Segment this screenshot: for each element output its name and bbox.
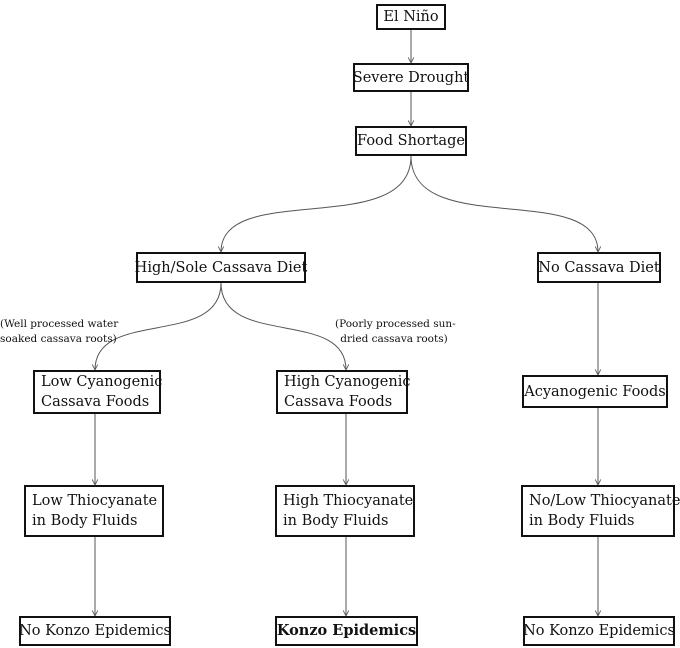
node-low-cyanogenic-label: Low Cyanogenic Cassava Foods <box>41 372 162 412</box>
node-low-cyanogenic-line-1: Low Cyanogenic <box>41 374 163 390</box>
node-low-cyanogenic-cassava-foods: Low Cyanogenic Cassava Foods <box>33 370 162 414</box>
node-acyanogenic-foods-label: Acyanogenic Foods <box>524 383 666 400</box>
node-low-thiocyanate-line-2: in Body Fluids <box>32 513 138 529</box>
node-severe-drought-label: Severe Drought <box>352 69 470 86</box>
edge-shortage-no-cassava <box>410 155 598 252</box>
node-nolow-thiocyanate-line-1: No/Low Thiocyanate <box>529 493 680 509</box>
node-high-cyanogenic-line-1: High Cyanogenic <box>284 374 411 390</box>
node-high-thiocyanate: High Thiocyanate in Body Fluids <box>275 485 415 537</box>
annotation-poorly-processed-line-2: dried cassava roots) <box>340 333 448 345</box>
node-high-thiocyanate-label: High Thiocyanate in Body Fluids <box>283 491 413 531</box>
node-high-sole-cassava-diet-label: High/Sole Cassava Diet <box>134 259 308 276</box>
node-food-shortage-label: Food Shortage <box>357 133 465 149</box>
node-high-thiocyanate-line-1: High Thiocyanate <box>283 493 414 509</box>
node-acyanogenic-foods: Acyanogenic Foods <box>522 375 668 408</box>
node-no-konzo-right-label: No Konzo Epidemics <box>523 623 675 639</box>
node-nolow-thiocyanate-line-2: in Body Fluids <box>529 513 635 529</box>
node-no-konzo-epidemics-right: No Konzo Epidemics <box>523 616 675 646</box>
node-no-cassava-diet-label: No Cassava Diet <box>538 259 660 276</box>
node-high-cyanogenic-label: High Cyanogenic Cassava Foods <box>284 372 410 412</box>
annotation-poorly-processed-line-1: (Poorly processed sun- <box>335 318 456 330</box>
edge-shortage-cassava-diet <box>221 155 412 252</box>
annotation-poorly-processed: (Poorly processed sun- dried cassava roo… <box>335 317 456 347</box>
node-low-thiocyanate-line-1: Low Thiocyanate <box>32 493 158 509</box>
annotation-well-processed-line-1: (Well processed water <box>0 318 119 330</box>
node-high-cyanogenic-cassava-foods: High Cyanogenic Cassava Foods <box>276 370 410 414</box>
node-low-cyanogenic-line-2: Cassava Foods <box>41 394 150 410</box>
node-high-sole-cassava-diet: High/Sole Cassava Diet <box>134 252 308 283</box>
edge-cassava-high-cyanogenic <box>220 282 346 370</box>
node-nolow-thiocyanate: No/Low Thiocyanate in Body Fluids <box>521 485 680 537</box>
node-konzo-epidemics-label: Konzo Epidemics <box>276 622 417 639</box>
annotation-well-processed-line-2: soaked cassava roots) <box>0 333 117 345</box>
edge-cassava-low-cyanogenic <box>95 282 222 370</box>
node-nolow-thiocyanate-label: No/Low Thiocyanate in Body Fluids <box>529 491 680 531</box>
node-severe-drought: Severe Drought <box>353 63 469 92</box>
annotation-well-processed: (Well processed water soaked cassava roo… <box>0 317 119 347</box>
node-no-konzo-left-label: No Konzo Epidemics <box>19 623 171 639</box>
node-el-nino-label: El Niño <box>383 9 439 25</box>
node-high-cyanogenic-line-2: Cassava Foods <box>284 394 393 410</box>
node-konzo-epidemics: Konzo Epidemics <box>275 616 418 646</box>
node-no-konzo-epidemics-left: No Konzo Epidemics <box>19 616 171 646</box>
node-food-shortage: Food Shortage <box>355 126 467 156</box>
node-el-nino: El Niño <box>376 4 446 30</box>
node-high-thiocyanate-line-2: in Body Fluids <box>283 513 389 529</box>
node-no-cassava-diet: No Cassava Diet <box>537 252 661 283</box>
node-low-thiocyanate: Low Thiocyanate in Body Fluids <box>24 485 164 537</box>
node-low-thiocyanate-label: Low Thiocyanate in Body Fluids <box>32 491 157 531</box>
